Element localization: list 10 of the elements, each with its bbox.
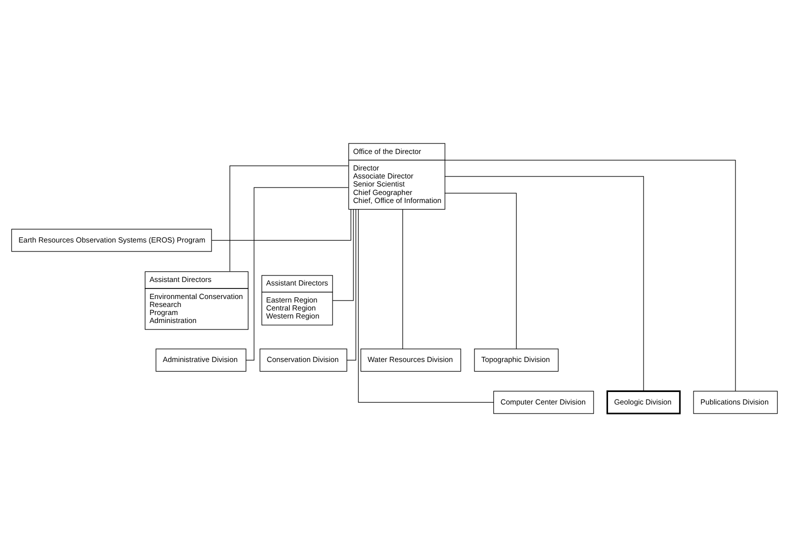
connector xyxy=(444,176,644,391)
connector xyxy=(402,208,404,349)
connector xyxy=(444,192,517,349)
connector xyxy=(346,208,356,360)
connector xyxy=(444,159,736,391)
connector xyxy=(246,186,349,360)
connector xyxy=(358,208,494,402)
connector xyxy=(332,208,354,300)
connector xyxy=(211,208,352,240)
connector xyxy=(230,165,349,272)
